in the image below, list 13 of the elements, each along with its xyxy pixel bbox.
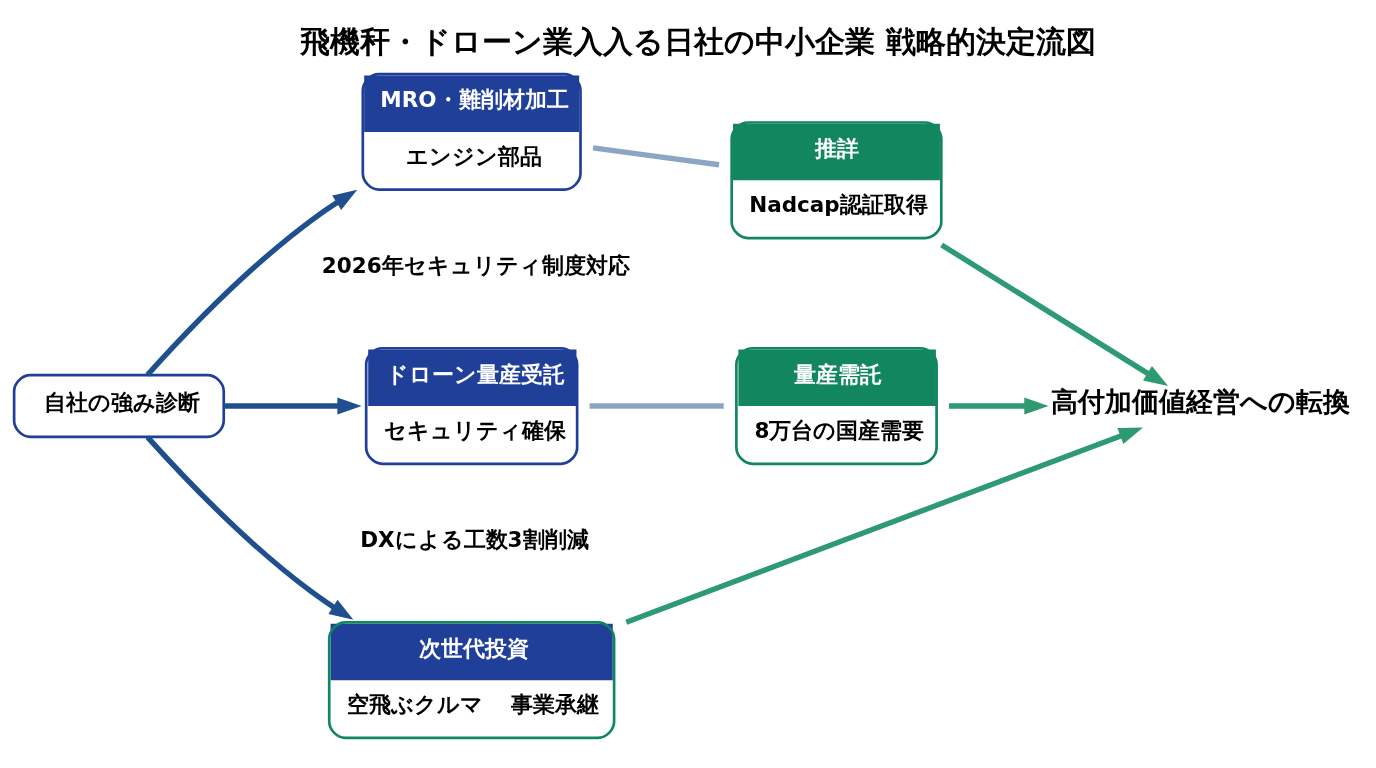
arrow bbox=[948, 397, 1049, 414]
connector bbox=[592, 144, 720, 167]
connector bbox=[589, 402, 724, 409]
arrow bbox=[625, 426, 1144, 625]
arrow bbox=[940, 242, 1169, 386]
diagram-title: 飛機秆・ドローン業入入る日社の中小企業 戦略的決定流図 bbox=[300, 24, 1096, 59]
node-text: 高付加価値経営への転換 bbox=[1051, 385, 1351, 417]
arrow bbox=[145, 434, 354, 620]
arrow bbox=[145, 189, 358, 377]
label: DXによる工数3割削減 bbox=[360, 526, 589, 552]
node-box: 自社の強み診断 bbox=[12, 373, 226, 438]
arrow bbox=[223, 397, 362, 414]
label: 2026年セキュリティ制度対応 bbox=[321, 252, 630, 278]
